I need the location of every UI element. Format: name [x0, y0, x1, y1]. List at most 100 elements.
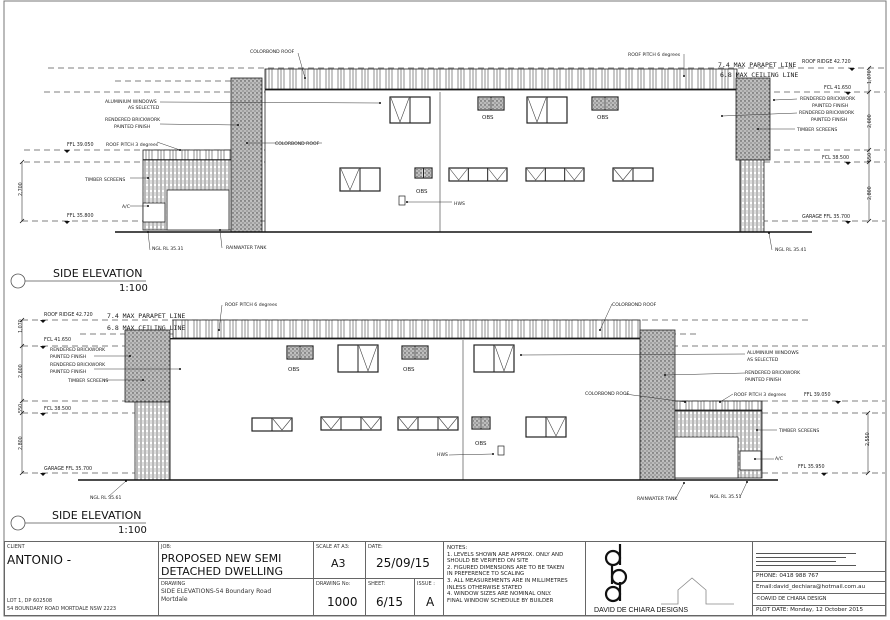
level-marker-icon — [845, 221, 851, 224]
leader-arrow — [147, 205, 149, 207]
label: ALUMINIUM WINDOWS — [105, 99, 157, 105]
dimension-tick — [19, 317, 25, 323]
label: RAINWATER TANK — [637, 496, 678, 502]
level-label: GARAGE FFL 35.700 — [44, 466, 92, 472]
dimension-tick — [865, 470, 871, 476]
leader-arrow — [757, 128, 759, 130]
hws-unit — [497, 445, 505, 456]
label: RENDERED BRICKWORK — [745, 370, 801, 376]
logo-cell: DAVID DE CHIARA DESIGNS — [585, 541, 753, 616]
window — [448, 167, 508, 182]
label: HWS — [437, 452, 448, 458]
level-label: FCL 38.500 — [44, 406, 71, 412]
dimension-label: 2,700 — [18, 182, 24, 196]
job-caption: JOB: — [161, 544, 172, 550]
label: PAINTED FINISH — [50, 354, 86, 360]
leader-arrow — [520, 354, 522, 356]
dimension-label: 2,800 — [18, 436, 24, 450]
date-caption: DATE: — [368, 544, 383, 550]
label: ROOF PITCH 3 degrees — [734, 392, 787, 398]
plot-date-text: PLOT DATE: Monday, 12 October 2015 — [756, 607, 864, 613]
label: COLORBOND ROOF — [585, 391, 630, 397]
leader-arrow — [719, 401, 721, 403]
sheet-caption: SHEET: — [368, 581, 386, 587]
main-wall — [169, 338, 641, 481]
label: COLORBOND ROOF — [612, 302, 657, 308]
dimension-label: 1,070 — [18, 319, 24, 333]
timber-screens-left — [134, 401, 171, 481]
scale-value: A3 — [331, 557, 346, 570]
leader-arrow — [754, 458, 756, 460]
level-label: FFL 35.800 — [67, 213, 94, 219]
leader-arrow — [756, 429, 758, 431]
dimension-tick — [865, 410, 871, 416]
obscure-glass — [492, 98, 503, 109]
dimension-tick — [19, 398, 25, 404]
dimension-tick — [866, 147, 872, 153]
leader-line — [219, 229, 223, 249]
leader-line — [768, 232, 773, 251]
leader-arrow — [147, 177, 149, 179]
client-cell: CLIENT ANTONIO - LOT 1, DP 602508 54 BOU… — [4, 541, 159, 616]
drawing-line-2: Mortdale — [161, 596, 188, 603]
window-opening-mark — [613, 168, 633, 181]
label: 7.4 MAX PARAPET LINE — [107, 312, 185, 320]
leader-arrow — [599, 329, 601, 331]
window-opening-mark — [398, 417, 418, 430]
leader-arrow — [304, 77, 306, 79]
leader-arrow — [379, 102, 381, 104]
leader-arrow — [237, 124, 239, 126]
brick-column-left — [230, 77, 263, 233]
company-name: DAVID DE CHIARA DESIGNS — [594, 607, 688, 614]
label: NGL RL 35.61 — [90, 495, 121, 501]
note-line: NOTES: — [447, 545, 468, 551]
note-line: SHOULD BE VERIFIED ON SITE — [447, 558, 529, 565]
window-opening-mark — [358, 345, 378, 372]
carport-roof — [142, 149, 232, 161]
drawing-line-1: SIDE ELEVATIONS-54 Boundary Road — [161, 588, 272, 595]
carport-roof — [674, 400, 763, 411]
dimension-tick — [866, 218, 872, 224]
label: 6.8 MAX CEILING LINE — [720, 71, 798, 79]
leader-line — [159, 101, 381, 104]
leader-line — [773, 98, 798, 101]
window — [397, 416, 459, 431]
level-marker-icon — [821, 473, 827, 476]
section-marker-icon — [10, 515, 26, 531]
window-opening-mark — [565, 168, 584, 181]
hws-unit — [398, 195, 406, 206]
leader-arrow — [218, 329, 220, 331]
house-outline-icon — [661, 577, 734, 605]
level-marker-icon — [40, 413, 46, 416]
level-label: ROOF RIDGE 42.720 — [802, 59, 851, 65]
scale-cell: SCALE AT A3: A3 — [313, 541, 366, 579]
obs-label: OBS — [482, 115, 494, 121]
dimension-tick — [866, 159, 872, 165]
leader-arrow — [129, 355, 131, 357]
leader-arrow — [683, 75, 685, 77]
obs-label: OBS — [403, 367, 415, 373]
label: 6.8 MAX CEILING LINE — [107, 324, 185, 332]
email-link[interactable]: Email:david_dechiara@hotmail.com.au — [756, 584, 866, 590]
level-label: FFL 35.950 — [798, 464, 825, 470]
elevation-title: SIDE ELEVATION — [52, 509, 142, 522]
obscure-glass — [479, 98, 490, 109]
obscure-glass — [416, 169, 423, 177]
dimension-label: 2,600 — [867, 114, 873, 128]
logo-monogram-icon — [604, 544, 628, 603]
obscure-glass — [482, 418, 489, 428]
timber-screens-right — [739, 159, 765, 233]
notes-cell: NOTES:1. LEVELS SHOWN ARE APPROX. ONLY A… — [443, 541, 586, 616]
issue-value: A — [426, 595, 435, 609]
job-line-2: DETACHED DWELLING — [161, 565, 284, 578]
leader-line — [156, 141, 181, 151]
note-line: IN PREFERENCE TO SCALING — [447, 571, 525, 578]
note-line: FINAL WINDOW SCHEDULE BY BUILDER — [447, 597, 554, 604]
top-labels: COLORBOND ROOF ROOF PITCH 6 degrees 7.4 … — [18, 49, 873, 294]
leader-line — [664, 372, 746, 376]
obscure-glass — [416, 347, 427, 358]
level-label: FFL 39.050 — [804, 392, 831, 398]
issue-cell: ISSUE : A — [414, 578, 444, 616]
obs-label: OBS — [475, 441, 487, 447]
leader-arrow — [179, 368, 181, 370]
